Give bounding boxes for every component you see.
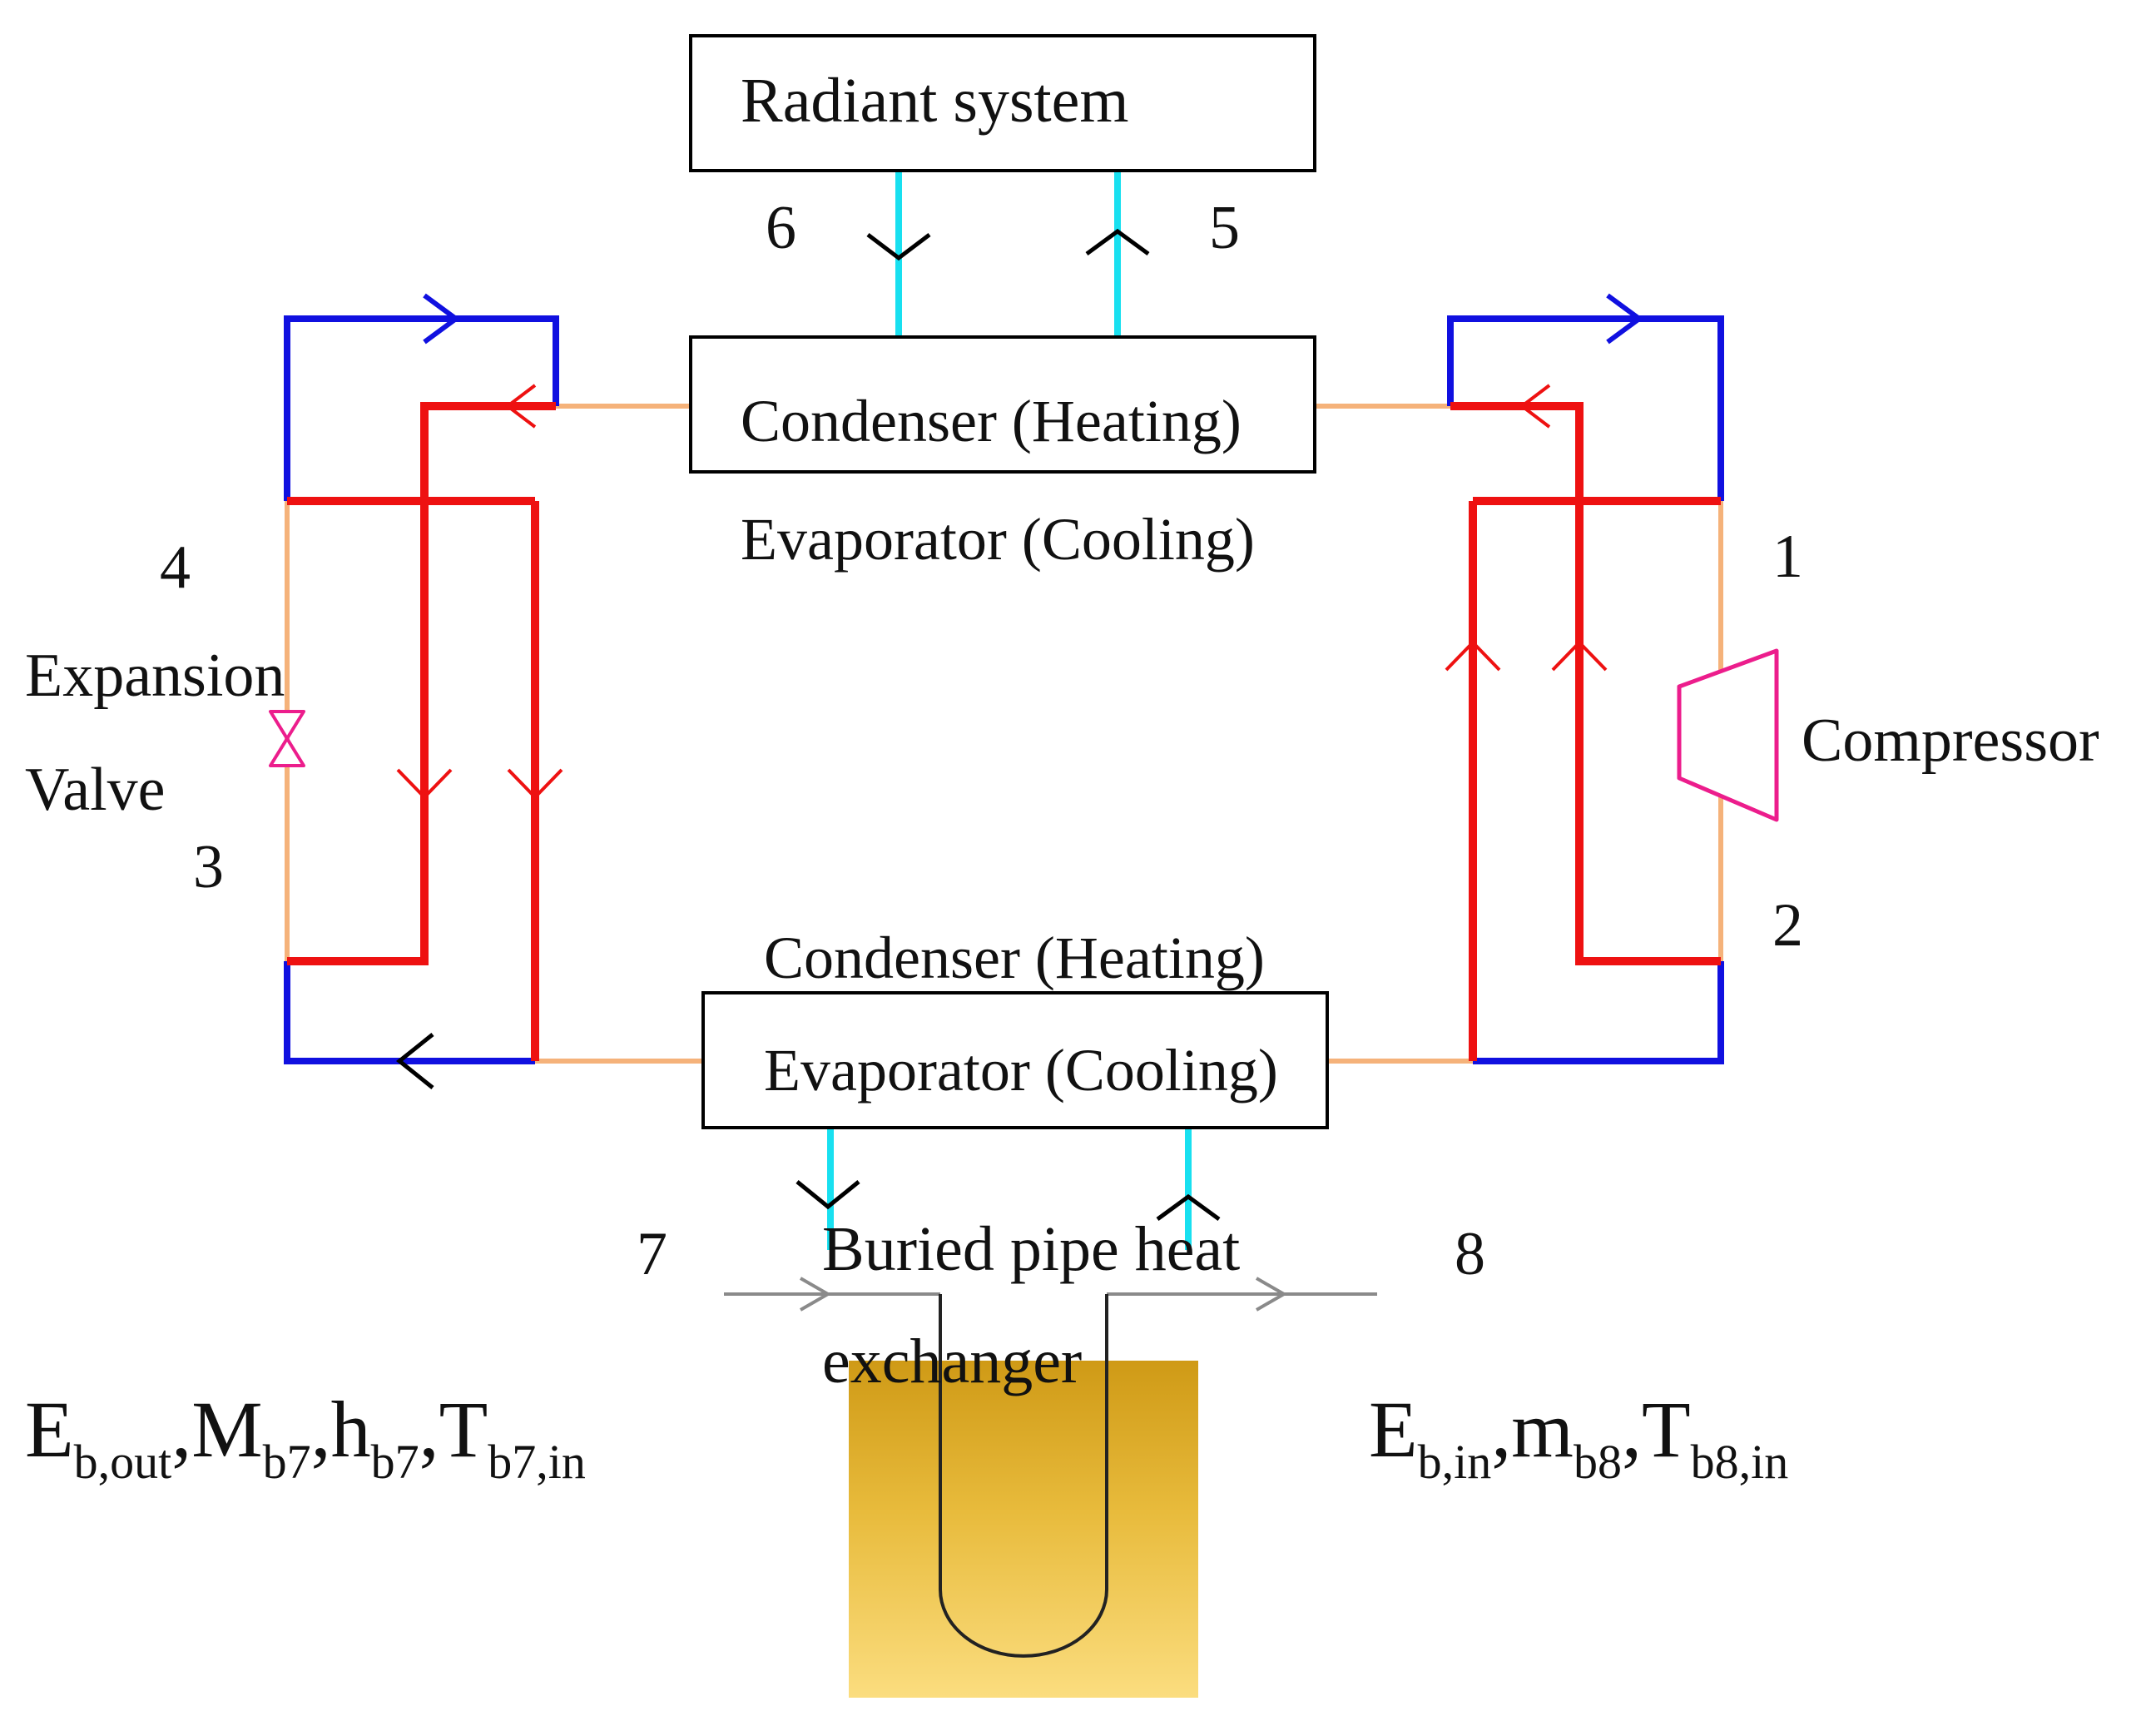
left-formula-t-sub: b7,in bbox=[488, 1435, 586, 1490]
point-1-label: 1 bbox=[1772, 523, 1803, 591]
right-formula-t: ,T bbox=[1621, 1385, 1691, 1474]
arrow-right-right-loop-icon bbox=[1606, 293, 1644, 345]
right-formula-m-sub: b8 bbox=[1573, 1435, 1622, 1490]
arrow-down-left-1-icon bbox=[396, 768, 453, 800]
arrow-up-right-2-icon bbox=[1551, 640, 1608, 672]
arrow-down-left-2-icon bbox=[507, 768, 563, 800]
compressor-label: Compressor bbox=[1802, 707, 2099, 775]
left-formula-e-sub: b,out bbox=[73, 1435, 172, 1490]
right-formula-e: E bbox=[1369, 1385, 1418, 1474]
left-formula-m: ,M bbox=[171, 1385, 263, 1474]
radiant-system-label: Radiant system bbox=[741, 66, 1129, 136]
red-flow-lines bbox=[287, 402, 1721, 1061]
left-formula: Eb,out,Mb7,hb7,Tb7,in bbox=[25, 1390, 586, 1486]
ground-block bbox=[849, 1361, 1198, 1698]
arrow-down-6-icon bbox=[866, 233, 931, 261]
point-2-label: 2 bbox=[1772, 891, 1803, 960]
arrow-up-5-icon bbox=[1085, 228, 1150, 256]
water-lines bbox=[827, 171, 1192, 1250]
flow-arrows-black bbox=[395, 228, 1221, 1222]
point-7-label: 7 bbox=[637, 1220, 667, 1288]
flow-arrows-red bbox=[396, 384, 1608, 800]
exchanger-label: exchanger bbox=[822, 1327, 1083, 1396]
point-6-label: 6 bbox=[766, 194, 796, 262]
point-5-label: 5 bbox=[1209, 194, 1240, 262]
right-formula-e-sub: b,in bbox=[1417, 1435, 1492, 1490]
blue-flow-lines bbox=[284, 315, 1724, 1064]
left-formula-t: ,T bbox=[419, 1385, 488, 1474]
arrow-up-8-icon bbox=[1156, 1193, 1221, 1222]
radiant-system-box bbox=[689, 34, 1316, 172]
left-formula-m-sub: b7 bbox=[262, 1435, 311, 1490]
point-8-label: 8 bbox=[1455, 1220, 1485, 1288]
arrow-left-top-left-icon bbox=[504, 384, 537, 429]
left-formula-e: E bbox=[25, 1385, 74, 1474]
right-formula-m: ,m bbox=[1491, 1385, 1574, 1474]
left-formula-h: ,h bbox=[310, 1385, 371, 1474]
buried-pipe-label: Buried pipe heat bbox=[822, 1214, 1241, 1284]
condenser-top-label: Condenser (Heating) bbox=[741, 388, 1242, 454]
arrow-right-left-loop-icon bbox=[423, 293, 461, 345]
evaporator-bottom-label: Evaporator (Cooling) bbox=[764, 1037, 1278, 1104]
arrow-up-right-1-icon bbox=[1445, 640, 1501, 672]
point-3-label: 3 bbox=[193, 833, 224, 901]
top-heat-exchanger-box bbox=[689, 335, 1316, 474]
valve-label: Valve bbox=[25, 756, 166, 824]
arrow-down-7-icon bbox=[795, 1180, 860, 1210]
bottom-heat-exchanger-box bbox=[701, 991, 1329, 1129]
ground-loop bbox=[724, 1277, 1377, 1658]
flow-arrows-blue bbox=[423, 293, 1644, 345]
right-formula: Eb,in,mb8,Tb8,in bbox=[1369, 1390, 1788, 1486]
left-formula-h-sub: b7 bbox=[370, 1435, 419, 1490]
right-formula-t-sub: b8,in bbox=[1690, 1435, 1789, 1490]
arrow-left-bottom-icon bbox=[395, 1033, 434, 1089]
compressor-icon bbox=[1677, 648, 1779, 822]
expansion-label: Expansion bbox=[25, 642, 285, 710]
condenser-bottom-label: Condenser (Heating) bbox=[764, 925, 1265, 991]
expansion-valve-icon bbox=[269, 710, 305, 767]
evaporator-top-label: Evaporator (Cooling) bbox=[741, 506, 1255, 573]
point-4-label: 4 bbox=[160, 533, 191, 602]
arrow-left-top-right-icon bbox=[1519, 384, 1551, 429]
